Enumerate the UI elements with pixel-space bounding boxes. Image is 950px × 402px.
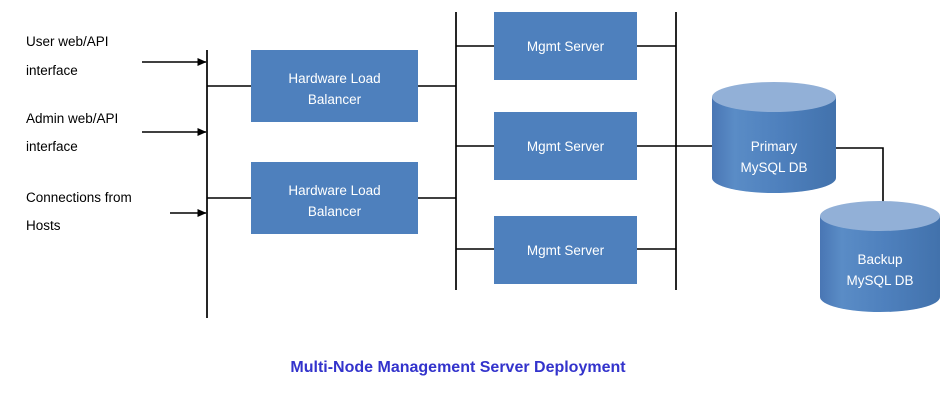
lb1-label-line2: Balancer bbox=[308, 92, 362, 107]
diagram-title: Multi-Node Management Server Deployment bbox=[290, 359, 626, 376]
mgmt1-label: Mgmt Server bbox=[527, 39, 605, 54]
user-label-line1: User web/API bbox=[26, 34, 109, 49]
user-label-line2: interface bbox=[26, 63, 78, 78]
node-mgmt-server-3[interactable]: Mgmt Server bbox=[494, 216, 637, 284]
mgmt3-label: Mgmt Server bbox=[527, 243, 605, 258]
admin-label-line1: Admin web/API bbox=[26, 111, 118, 126]
lb2-label-line1: Hardware Load bbox=[288, 183, 380, 198]
connector-primary-to-backup-db bbox=[833, 147, 884, 216]
primary-db-cylinder-top bbox=[712, 82, 836, 112]
primary-db-label-line1: Primary bbox=[751, 139, 798, 154]
label-admin-web-api-interface: Admin web/API interface bbox=[26, 111, 118, 154]
mgmt2-label: Mgmt Server bbox=[527, 139, 605, 154]
primary-db-label-line2: MySQL DB bbox=[740, 160, 807, 175]
node-hardware-load-balancer-1[interactable]: Hardware Load Balancer bbox=[251, 50, 418, 122]
node-primary-mysql-db[interactable]: Primary MySQL DB bbox=[712, 82, 836, 193]
hosts-label-line2: Hosts bbox=[26, 218, 61, 233]
admin-label-line2: interface bbox=[26, 139, 78, 154]
node-mgmt-server-1[interactable]: Mgmt Server bbox=[494, 12, 637, 80]
label-user-web-api-interface: User web/API interface bbox=[26, 34, 109, 78]
lb1-label-line1: Hardware Load bbox=[288, 71, 380, 86]
label-connections-from-hosts: Connections from Hosts bbox=[26, 190, 132, 233]
backup-db-cylinder-top bbox=[820, 201, 940, 231]
lb2-label-line2: Balancer bbox=[308, 204, 362, 219]
hosts-label-line1: Connections from bbox=[26, 190, 132, 205]
node-backup-mysql-db[interactable]: Backup MySQL DB bbox=[820, 201, 940, 312]
backup-db-label-line1: Backup bbox=[857, 252, 902, 267]
backup-db-label-line2: MySQL DB bbox=[846, 273, 913, 288]
node-hardware-load-balancer-2[interactable]: Hardware Load Balancer bbox=[251, 162, 418, 234]
node-mgmt-server-2[interactable]: Mgmt Server bbox=[494, 112, 637, 180]
